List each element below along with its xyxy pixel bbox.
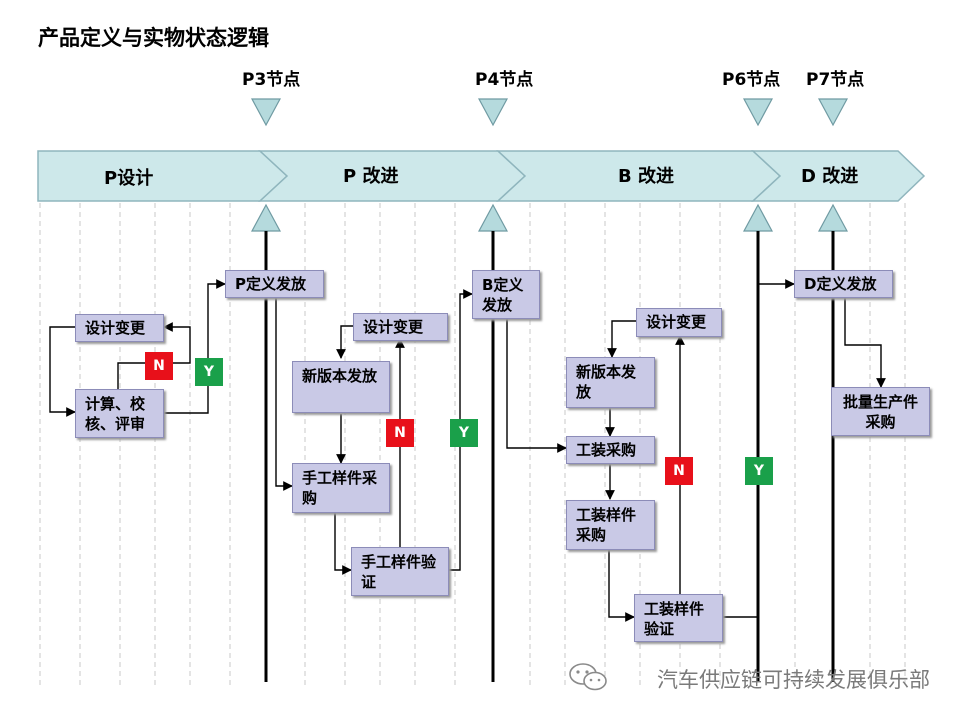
milestone-p7: P7节点 (806, 70, 865, 90)
box-p-design-change: 设计变更 (75, 314, 164, 342)
flag-no-p-design: N (145, 352, 173, 380)
box-p-release: P定义发放 (225, 270, 324, 298)
flag-yes-b-improve: Y (745, 457, 773, 485)
box-p2-proto-verify: 手工样件验证 (351, 547, 449, 596)
milestone-up-triangle-p6 (742, 203, 774, 232)
flag-yes-p-design: Y (195, 358, 223, 386)
box-b-design-change: 设计变更 (636, 308, 722, 337)
page-title: 产品定义与实物状态逻辑 (38, 26, 269, 50)
milestone-p6: P6节点 (722, 70, 781, 90)
connector-b-change-to-new-version (607, 320, 636, 358)
milestone-up-triangle-p3 (250, 203, 282, 232)
box-d-mass-purchase: 批量生产件采购 (831, 387, 930, 436)
phase-band (37, 150, 926, 202)
box-p2-proto-purchase: 手工样件采购 (292, 463, 390, 513)
connector-purchase-to-verify (334, 513, 352, 575)
connector-change-to-calc (49, 326, 76, 417)
milestone-down-triangle-p4 (477, 98, 509, 127)
milestone-down-triangle-p6 (742, 98, 774, 127)
milestone-p4: P4节点 (475, 70, 534, 90)
milestone-p3: P3节点 (242, 70, 301, 90)
box-d-release: D定义发放 (794, 270, 893, 298)
phase-chevron-d-improve (751, 150, 926, 202)
milestone-down-triangle-p7 (817, 98, 849, 127)
box-p2-new-version-release: 新版本发放 (292, 361, 390, 413)
box-b-tool-purchase: 工装采购 (566, 436, 655, 464)
phase-label-p-improve: P 改进 (343, 166, 399, 187)
box-b-tool-sample-purchase: 工装样件采购 (566, 500, 655, 550)
milestone-up-triangle-p7 (817, 203, 849, 232)
box-b-release: B定义发放 (472, 270, 540, 319)
connector-p-release-to-purchase (275, 297, 293, 491)
phase-label-p-design: P设计 (104, 168, 154, 189)
connector-calc-n-to-change (117, 322, 191, 389)
phase-chevron-p-design (37, 150, 289, 202)
wechat-icon (569, 663, 607, 691)
connector-sample-purchase-to-verify (608, 550, 635, 622)
phase-label-b-improve: B 改进 (618, 166, 674, 187)
connector-b-release-to-tool-purchase (506, 318, 567, 453)
connector-d-release-to-mass-purchase (844, 297, 886, 388)
box-b-tool-sample-verify: 工装样件验证 (634, 594, 723, 642)
box-p-calc-review: 计算、校核、评审 (75, 389, 164, 438)
box-b-new-version-release: 新版本发放 (566, 357, 655, 408)
connector-p2-change-to-new-version (336, 325, 353, 359)
flag-no-p-improve: N (386, 419, 414, 447)
milestone-down-triangle-p3 (250, 98, 282, 127)
watermark: 汽车供应链可持续发展俱乐部 (657, 668, 930, 692)
milestone-up-triangle-p4 (477, 203, 509, 232)
phase-label-d-improve: D 改进 (801, 166, 859, 187)
flag-no-b-improve: N (665, 457, 693, 485)
box-p2-design-change: 设计变更 (353, 313, 448, 341)
connector-calc-y-to-release (164, 279, 226, 414)
flag-yes-p-improve: Y (450, 419, 478, 447)
